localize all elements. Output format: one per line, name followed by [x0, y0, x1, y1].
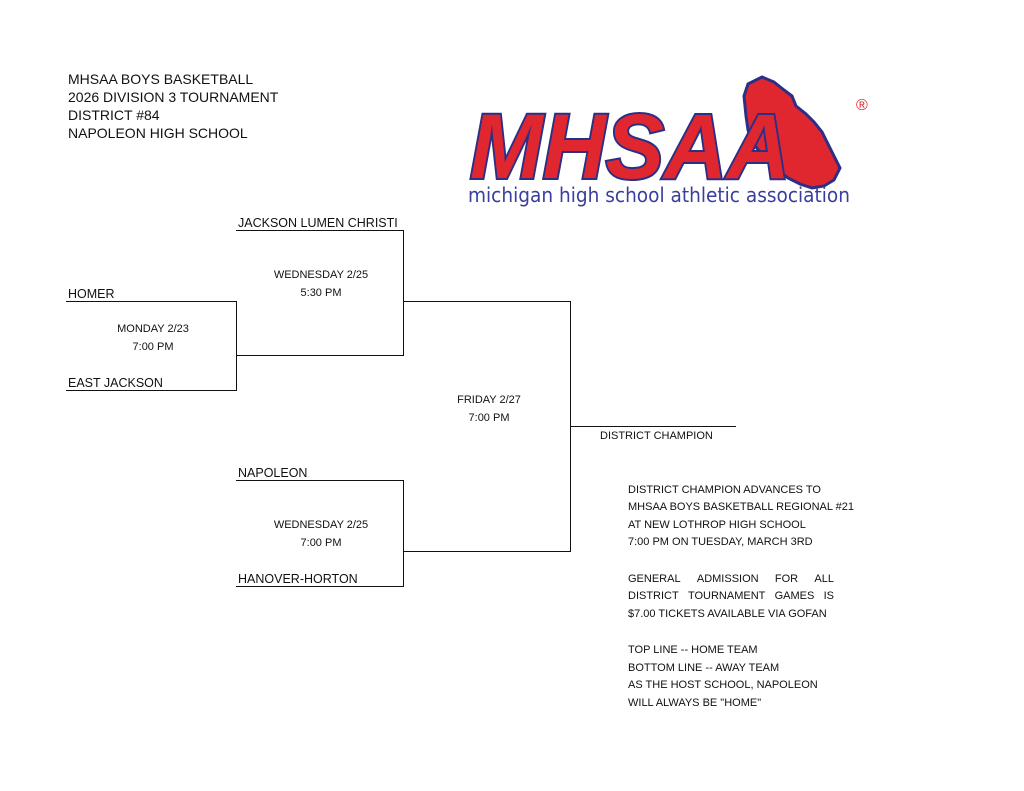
note-admission-2-word: DISTRICT	[628, 590, 679, 602]
bracket-connector-game2	[403, 230, 405, 356]
registered-mark: ®	[856, 97, 868, 114]
bracket-line-game2-winner	[403, 301, 571, 303]
team-hanover-horton: HANOVER-HORTON	[238, 572, 358, 586]
game1-day: MONDAY 2/23	[117, 323, 189, 335]
final-day: FRIDAY 2/27	[457, 394, 521, 406]
game3-day: WEDNESDAY 2/25	[273, 519, 369, 531]
game2-time: 5:30 PM	[300, 287, 342, 299]
note-admission-2: DISTRICT TOURNAMENT GAMES IS	[628, 591, 834, 602]
note-admission-1-word: GENERAL	[628, 573, 681, 585]
note-admission-1: GENERAL ADMISSION FOR ALL	[628, 574, 834, 585]
note-admission-1-word: FOR	[774, 573, 799, 585]
header-line-2: 2026 DIVISION 3 TOURNAMENT	[68, 89, 279, 105]
note-home-away-4: WILL ALWAYS BE "HOME"	[628, 697, 762, 709]
bracket-connector-game3	[403, 480, 405, 587]
bracket-line-game1-winner	[236, 355, 404, 357]
bracket-line-napoleon	[236, 480, 404, 482]
game1-time: 7:00 PM	[132, 341, 174, 353]
team-jackson-lumen-christi: JACKSON LUMEN CHRISTI	[238, 216, 398, 230]
michigan-map-icon	[742, 75, 842, 190]
header-line-3: DISTRICT #84	[68, 107, 160, 123]
game2-day: WEDNESDAY 2/25	[273, 269, 369, 281]
note-advance-3: AT NEW LOTHROP HIGH SCHOOL	[628, 519, 806, 531]
bracket-line-game3-winner	[403, 551, 571, 553]
note-admission-2-word: TOURNAMENT	[687, 590, 766, 602]
game3-time: 7:00 PM	[300, 537, 342, 549]
logo-tagline: michigan high school athletic associatio…	[468, 183, 850, 207]
final-time: 7:00 PM	[468, 412, 510, 424]
bracket-line-lumen-christi	[236, 230, 404, 232]
bracket-line-homer	[66, 301, 237, 303]
note-advance-4: 7:00 PM ON TUESDAY, MARCH 3RD	[628, 536, 813, 548]
note-admission-1-word: ALL	[814, 573, 834, 585]
note-home-away-1: TOP LINE -- HOME TEAM	[628, 644, 758, 656]
bracket-line-champion	[570, 426, 736, 428]
team-east-jackson: EAST JACKSON	[68, 376, 163, 390]
bracket-line-east-jackson	[66, 390, 237, 392]
district-champion-label: DISTRICT CHAMPION	[600, 430, 713, 442]
mhsaa-logo: MHSAA ® michigan high school athletic as…	[468, 75, 868, 207]
team-napoleon: NAPOLEON	[238, 466, 308, 480]
note-advance-1: DISTRICT CHAMPION ADVANCES TO	[628, 484, 821, 496]
note-admission-2-word: IS	[823, 590, 834, 602]
logo-wordmark: MHSAA	[470, 96, 790, 198]
note-admission-3: $7.00 TICKETS AVAILABLE VIA GOFAN	[628, 608, 827, 620]
note-admission-1-word: ADMISSION	[696, 573, 759, 585]
note-advance-2: MHSAA BOYS BASKETBALL REGIONAL #21	[628, 501, 854, 513]
header-line-4: NAPOLEON HIGH SCHOOL	[68, 125, 248, 141]
note-home-away-3: AS THE HOST SCHOOL, NAPOLEON	[628, 679, 818, 691]
header-line-1: MHSAA BOYS BASKETBALL	[68, 71, 254, 87]
team-homer: HOMER	[68, 287, 115, 301]
bracket-connector-game1	[236, 301, 238, 391]
note-home-away-2: BOTTOM LINE -- AWAY TEAM	[628, 662, 780, 674]
note-admission-2-word: GAMES	[774, 590, 815, 602]
bracket-line-hanover-horton	[236, 586, 404, 588]
